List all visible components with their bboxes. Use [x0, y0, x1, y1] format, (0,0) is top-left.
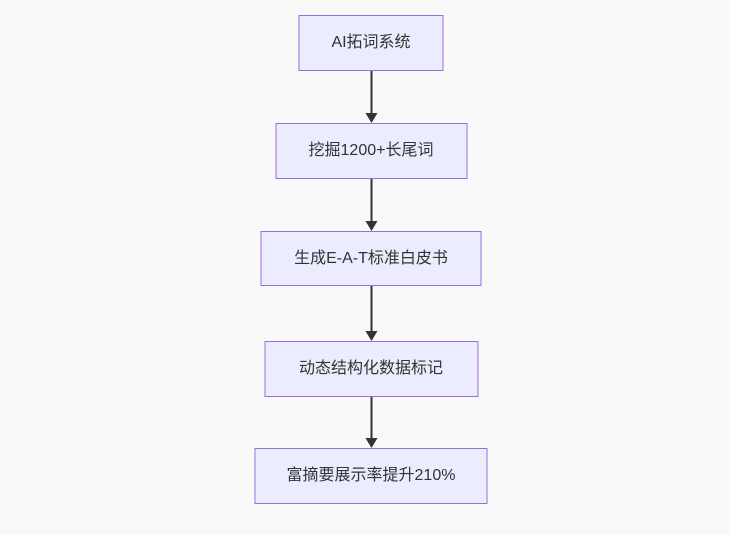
- arrow-line: [370, 71, 372, 114]
- flow-node-longtail-mining: 挖掘1200+长尾词: [275, 123, 467, 179]
- flow-edge-1: [365, 71, 377, 123]
- flow-node-label: AI拓词系统: [331, 34, 411, 51]
- flow-edge-3: [365, 286, 377, 341]
- arrow-line: [370, 286, 372, 332]
- flow-node-label: 动态结构化数据标记: [298, 360, 443, 377]
- flow-edge-2: [365, 179, 377, 231]
- flow-node-ai-keyword-system: AI拓词系统: [298, 15, 444, 71]
- flowchart-column: AI拓词系统 挖掘1200+长尾词 生成E-A-T标准白皮书 动态结构化数据标记: [254, 15, 488, 504]
- arrow-down-icon: [365, 331, 377, 341]
- flow-node-eat-whitepaper: 生成E-A-T标准白皮书: [260, 231, 482, 286]
- arrow-down-icon: [365, 113, 377, 123]
- arrow-line: [370, 397, 372, 439]
- arrow-line: [370, 179, 372, 222]
- arrow-down-icon: [365, 221, 377, 231]
- flow-edge-4: [365, 397, 377, 448]
- flow-node-label: 生成E-A-T标准白皮书: [294, 249, 448, 267]
- flow-node-label: 富摘要展示率提升210%: [286, 467, 456, 484]
- flow-node-structured-data-markup: 动态结构化数据标记: [264, 341, 478, 397]
- flow-node-label: 挖掘1200+长尾词: [308, 142, 434, 159]
- flow-node-rich-snippet-rate: 富摘要展示率提升210%: [254, 448, 488, 504]
- arrow-down-icon: [365, 438, 377, 448]
